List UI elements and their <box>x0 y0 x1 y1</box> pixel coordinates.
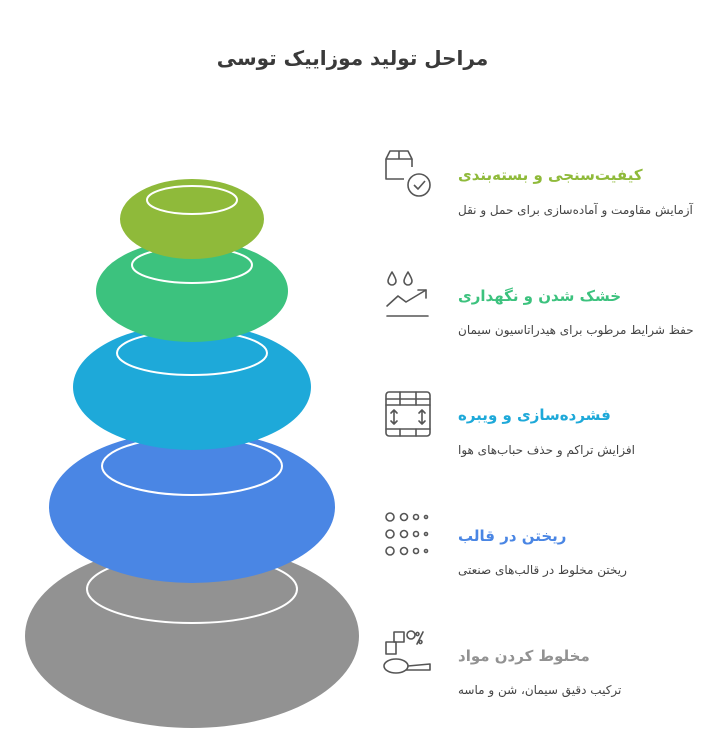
stage-3-description: افزایش تراکم و حذف حباب‌های هوا <box>458 443 635 457</box>
stage-2-title: خشک شدن و نگهداری <box>458 287 622 305</box>
stage-1-description: آزمایش مقاومت و آماده‌سازی برای حمل و نق… <box>458 203 693 217</box>
dot-grid-icon <box>385 512 429 556</box>
stage-1-title: کیفیت‌سنجی و بسته‌بندی <box>458 166 643 184</box>
ring-stage-4 <box>49 431 335 583</box>
compression-grid-icon <box>385 391 431 437</box>
stage-5-title: مخلوط کردن مواد <box>458 647 590 665</box>
water-drops-trend-icon <box>386 271 429 317</box>
stage-3-title: فشرده‌سازی و ویبره <box>458 406 611 424</box>
stage-4-description: ریختن مخلوط در قالب‌های صنعتی <box>458 563 627 577</box>
ring-stage-1 <box>120 179 264 259</box>
page-title: مراحل تولید موزاییک توسی <box>216 46 489 70</box>
box-check-icon <box>385 150 431 197</box>
mixing-ingredients-icon <box>383 630 431 674</box>
stage-5-description: ترکیب دقیق سیمان، شن و ماسه <box>458 683 622 697</box>
ring-stage-3 <box>73 324 311 450</box>
stage-4-title: ریختن در قالب <box>458 527 567 545</box>
stage-2-description: حفظ شرایط مرطوب برای هیدراتاسیون سیمان <box>458 323 694 337</box>
